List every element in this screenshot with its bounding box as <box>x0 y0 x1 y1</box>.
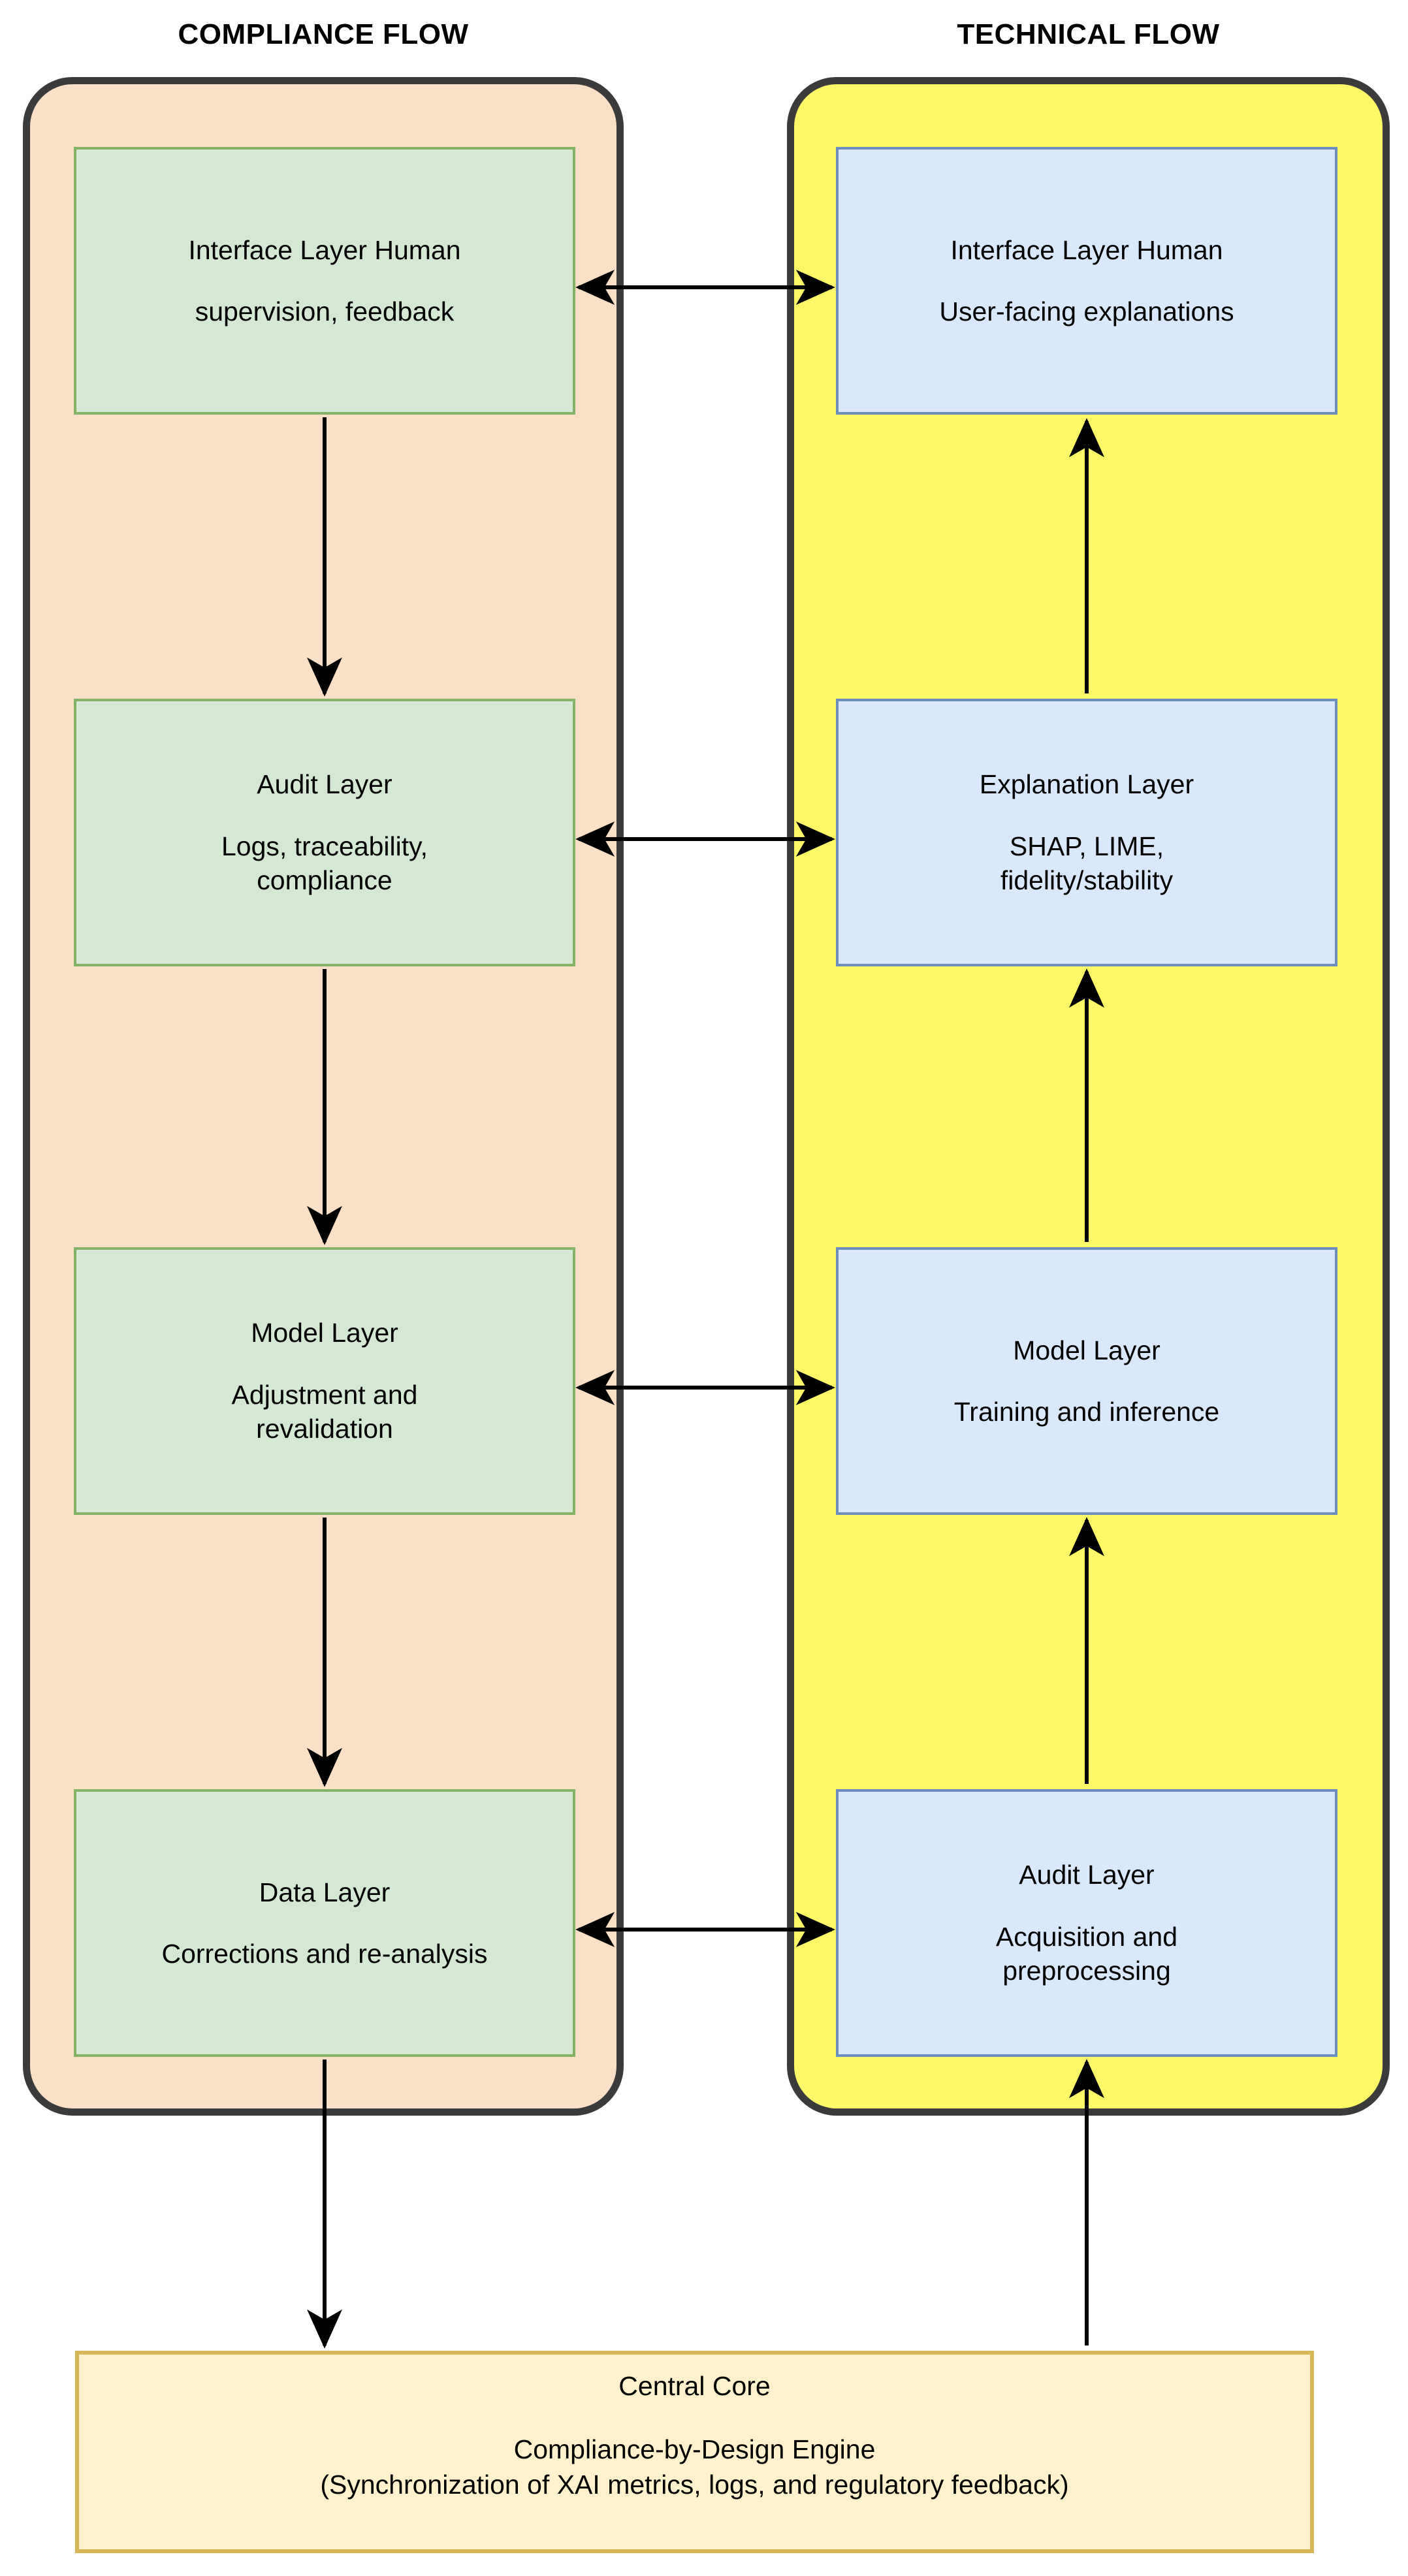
technical-explanation-layer-box[interactable]: Explanation Layer SHAP, LIME, fidelity/s… <box>836 699 1337 966</box>
box-subtitle: Adjustment and revalidation <box>231 1379 418 1444</box>
box-subtitle: supervision, feedback <box>195 296 455 326</box>
box-title: Interface Layer Human <box>188 234 461 265</box>
central-core-title: Central Core <box>618 2371 771 2401</box>
technical-interface-layer-box[interactable]: Interface Layer Human User-facing explan… <box>836 147 1337 415</box>
box-title: Model Layer <box>1013 1335 1160 1365</box>
box-title: Explanation Layer <box>979 769 1194 800</box>
compliance-data-layer-box[interactable]: Data Layer Corrections and re-analysis <box>74 1789 575 2057</box>
box-title: Model Layer <box>251 1318 398 1348</box>
box-subtitle: Logs, traceability, compliance <box>221 831 428 896</box>
technical-model-layer-box[interactable]: Model Layer Training and inference <box>836 1247 1337 1515</box>
compliance-interface-layer-box[interactable]: Interface Layer Human supervision, feedb… <box>74 147 575 415</box>
box-subtitle: Acquisition and preprocessing <box>995 1921 1178 1986</box>
compliance-flow-title: COMPLIANCE FLOW <box>178 18 469 50</box>
compliance-model-layer-box[interactable]: Model Layer Adjustment and revalidation <box>74 1247 575 1515</box>
box-title: Audit Layer <box>257 769 392 800</box>
box-subtitle: Corrections and re-analysis <box>161 1939 488 1969</box>
box-subtitle: SHAP, LIME, fidelity/stability <box>1000 831 1174 896</box>
box-subtitle: User-facing explanations <box>939 296 1234 326</box>
box-subtitle: Training and inference <box>953 1397 1220 1427</box>
box-title: Interface Layer Human <box>950 234 1223 265</box>
central-core-box[interactable]: Central Core Compliance-by-Design Engine… <box>75 2351 1314 2553</box>
technical-flow-title: TECHNICAL FLOW <box>957 18 1220 50</box>
central-core-body: Compliance-by-Design Engine (Synchroniza… <box>320 2434 1069 2500</box>
compliance-audit-layer-box[interactable]: Audit Layer Logs, traceability, complian… <box>74 699 575 966</box>
box-title: Audit Layer <box>1019 1860 1155 1890</box>
technical-audit-layer-box[interactable]: Audit Layer Acquisition and preprocessin… <box>836 1789 1337 2057</box>
box-title: Data Layer <box>259 1877 391 1907</box>
